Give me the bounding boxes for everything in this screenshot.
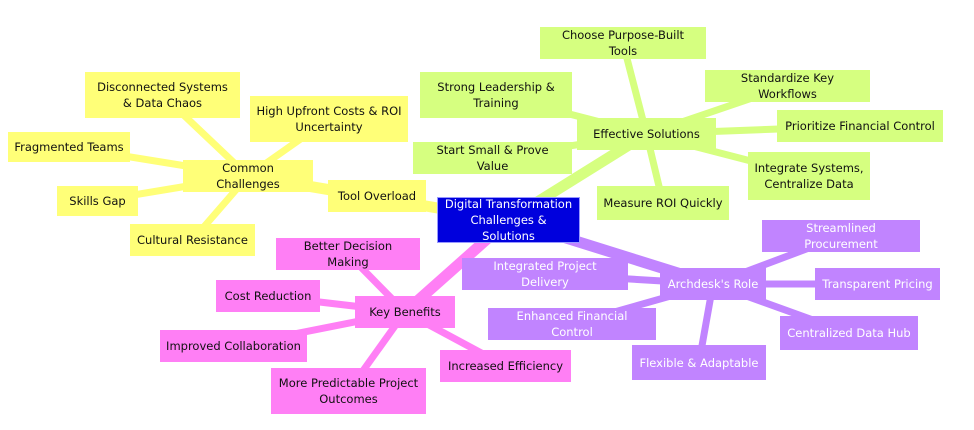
leaf-node-challenges-label: Disconnected Systems & Data Chaos xyxy=(97,80,228,110)
leaf-node-solutions[interactable]: Choose Purpose-Built Tools xyxy=(540,27,706,59)
leaf-node-solutions[interactable]: Standardize Key Workflows xyxy=(705,70,870,102)
leaf-node-benefits-label: Better Decision Making xyxy=(303,239,393,269)
leaf-node-archdesk[interactable]: Enhanced Financial Control xyxy=(488,308,656,340)
leaf-node-archdesk[interactable]: Streamlined Procurement xyxy=(762,220,920,252)
leaf-node-solutions[interactable]: Integrate Systems, Centralize Data xyxy=(748,152,870,200)
root-node[interactable]: Digital Transformation Challenges & Solu… xyxy=(437,197,580,243)
leaf-node-archdesk[interactable]: Flexible & Adaptable xyxy=(632,345,766,380)
leaf-node-solutions[interactable]: Start Small & Prove Value xyxy=(413,142,572,174)
leaf-node-solutions-label: Choose Purpose-Built Tools xyxy=(561,28,685,58)
branch-node-benefits[interactable]: Key Benefits xyxy=(355,296,455,328)
leaf-node-benefits[interactable]: Increased Efficiency xyxy=(440,350,571,382)
leaf-node-challenges-label: Fragmented Teams xyxy=(14,140,124,154)
leaf-node-solutions-label: Prioritize Financial Control xyxy=(785,119,935,133)
leaf-node-archdesk-label: Enhanced Financial Control xyxy=(516,309,628,339)
leaf-node-solutions-label: Integrate Systems, Centralize Data xyxy=(754,161,864,191)
leaf-node-solutions-label: Measure ROI Quickly xyxy=(603,196,723,210)
leaf-node-archdesk-label: Flexible & Adaptable xyxy=(639,355,759,370)
branch-node-solutions[interactable]: Effective Solutions xyxy=(577,118,716,150)
leaf-node-challenges[interactable]: High Upfront Costs & ROI Uncertainty xyxy=(250,96,408,142)
leaf-node-benefits[interactable]: Improved Collaboration xyxy=(160,330,307,362)
leaf-node-benefits-label: Cost Reduction xyxy=(224,289,312,303)
leaf-node-archdesk[interactable]: Centralized Data Hub xyxy=(780,316,918,350)
leaf-node-solutions-label: Strong Leadership & Training xyxy=(437,80,555,110)
leaf-node-challenges[interactable]: Tool Overload xyxy=(328,180,426,212)
leaf-node-solutions[interactable]: Strong Leadership & Training xyxy=(420,72,572,118)
branch-node-challenges-label: Common Challenges xyxy=(216,161,280,191)
leaf-node-archdesk-label: Transparent Pricing xyxy=(822,277,933,291)
branch-node-solutions-label: Effective Solutions xyxy=(593,127,700,141)
leaf-node-challenges-label: High Upfront Costs & ROI Uncertainty xyxy=(256,104,402,134)
leaf-node-archdesk-label: Streamlined Procurement xyxy=(804,221,878,251)
branch-node-challenges[interactable]: Common Challenges xyxy=(183,160,313,192)
leaf-node-benefits-label: Improved Collaboration xyxy=(166,339,301,353)
branch-node-archdesk[interactable]: Archdesk's Role xyxy=(660,268,766,300)
leaf-node-benefits[interactable]: Cost Reduction xyxy=(216,280,320,312)
leaf-node-benefits[interactable]: Better Decision Making xyxy=(276,238,420,270)
branch-node-benefits-label: Key Benefits xyxy=(369,305,441,319)
leaf-node-archdesk-label: Centralized Data Hub xyxy=(787,326,911,340)
leaf-node-archdesk-label: Integrated Project Delivery xyxy=(493,259,597,289)
leaf-node-challenges[interactable]: Fragmented Teams xyxy=(8,132,130,162)
leaf-node-benefits-label: More Predictable Project Outcomes xyxy=(278,376,419,406)
leaf-node-solutions[interactable]: Prioritize Financial Control xyxy=(777,110,943,142)
leaf-node-archdesk[interactable]: Transparent Pricing xyxy=(815,268,940,300)
leaf-node-solutions[interactable]: Measure ROI Quickly xyxy=(597,186,729,220)
leaf-node-benefits-label: Increased Efficiency xyxy=(447,359,564,373)
leaf-node-benefits[interactable]: More Predictable Project Outcomes xyxy=(271,368,426,414)
leaf-node-challenges[interactable]: Cultural Resistance xyxy=(130,224,255,256)
root-node-label: Digital Transformation Challenges & Solu… xyxy=(444,197,573,243)
leaf-node-challenges[interactable]: Disconnected Systems & Data Chaos xyxy=(85,72,240,118)
branch-node-archdesk-label: Archdesk's Role xyxy=(667,277,759,291)
leaf-node-challenges-label: Tool Overload xyxy=(337,189,417,203)
leaf-node-archdesk[interactable]: Integrated Project Delivery xyxy=(462,258,628,290)
leaf-node-challenges-label: Skills Gap xyxy=(69,194,126,208)
leaf-node-solutions-label: Start Small & Prove Value xyxy=(436,143,549,173)
leaf-node-challenges-label: Cultural Resistance xyxy=(137,233,248,247)
leaf-node-challenges[interactable]: Skills Gap xyxy=(57,186,138,216)
leaf-node-solutions-label: Standardize Key Workflows xyxy=(740,71,835,101)
